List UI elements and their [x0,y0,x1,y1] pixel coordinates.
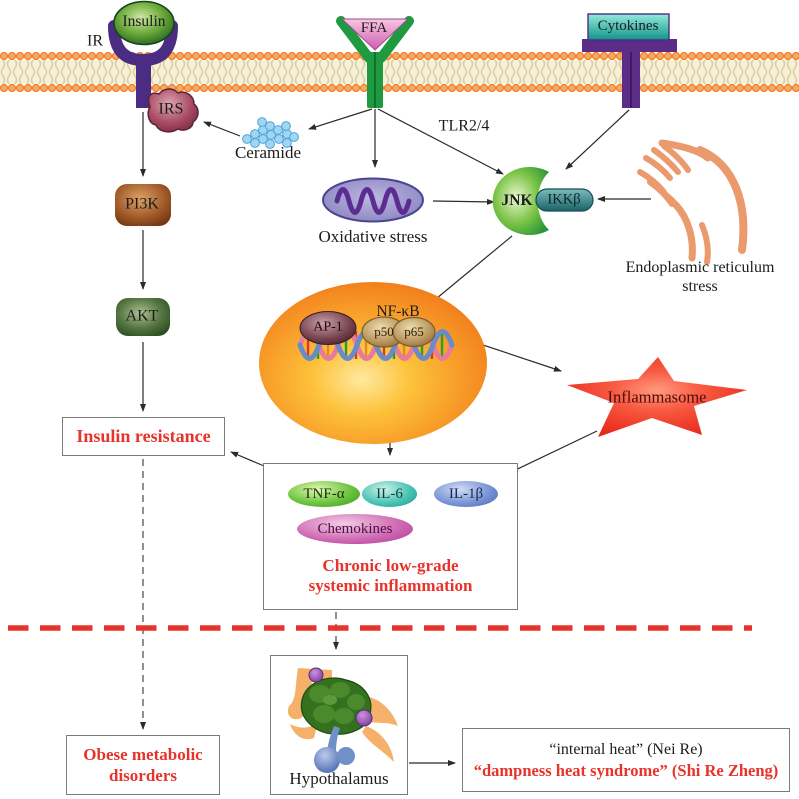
ffa-label: FFA [360,20,388,37]
hypothalamus-illustration [287,667,398,773]
tnfa-label: TNF-α [303,485,345,502]
jnk-label: JNK [501,191,533,209]
inflammasome-star [567,357,747,437]
cytokines-label: Cytokines [597,18,659,35]
p50-label: p50 [374,324,394,340]
ikkb-label: IKKβ [547,191,581,208]
ffa-receptor [336,16,414,108]
nucleus [259,282,487,444]
jnk-shape [492,167,549,236]
pi3k-node [115,184,171,226]
hypothalamus-box: Hypothalamus [270,655,408,795]
chronic-inflammation-label: Chronic low-grade systemic inflammation [308,556,473,595]
il1b-label: IL-1β [448,485,484,502]
ikkb-pill [535,188,594,212]
jnk-ikkb-complex [492,167,594,236]
irs-label: IRS [158,100,184,118]
ceramide-label: Ceramide [234,143,302,163]
ceramide-cluster [242,117,299,149]
tnfa-oval: TNF-α [288,481,360,507]
tlr24-label: TLR2/4 [438,117,490,135]
il6-oval: IL-6 [362,481,417,507]
er-stress-label: Endoplasmic reticulum stress [625,259,775,295]
obese-disorders-box: Obese metabolic disorders [66,735,220,795]
arrows [140,108,651,766]
insulin-resistance-box: Insulin resistance [62,417,225,456]
oxidative-stress-label: Oxidative stress [318,227,428,247]
obese-disorders-label: Obese metabolic disorders [83,745,203,785]
ir-label: IR [87,32,103,50]
internal-heat-label: “internal heat” (Nei Re) [549,741,703,758]
chemokines-oval: Chemokines [297,514,413,544]
inflammasome-label: Inflammasome [607,387,707,407]
ros-wave [334,187,412,215]
inflammation-box: TNF-α IL-6 IL-1β Chemokines Chronic low-… [263,463,518,610]
akt-label: AKT [125,307,159,325]
insulin-label: Insulin [122,12,166,30]
pi3k-label: PI3K [125,195,159,213]
cytokine-receptor [582,13,677,108]
er-structure [637,139,748,265]
cytokines-ligand [587,13,670,41]
il6-label: IL-6 [376,485,403,502]
p65-label: p65 [404,324,424,340]
hypothalamus-label: Hypothalamus [289,769,389,788]
p65-node [392,316,436,348]
nfkb-label: NF-κB [376,302,420,320]
insulin-resistance-label: Insulin resistance [76,426,211,446]
tcm-syndrome-box: “internal heat” (Nei Re) “dampness heat … [462,728,790,792]
irs-protein [147,88,199,133]
dampness-heat-label: “dampness heat syndrome” (Shi Re Zheng) [473,761,779,780]
insulin-receptor [108,0,178,108]
oxidative-stress-oval [322,177,424,223]
ffa-ligand [340,18,410,51]
chemokines-label: Chemokines [317,520,393,537]
ap1-node [299,311,357,345]
insulin-ligand [113,0,175,46]
il1b-oval: IL-1β [434,481,498,507]
ap1-label: AP-1 [313,319,343,335]
akt-node [116,298,170,336]
